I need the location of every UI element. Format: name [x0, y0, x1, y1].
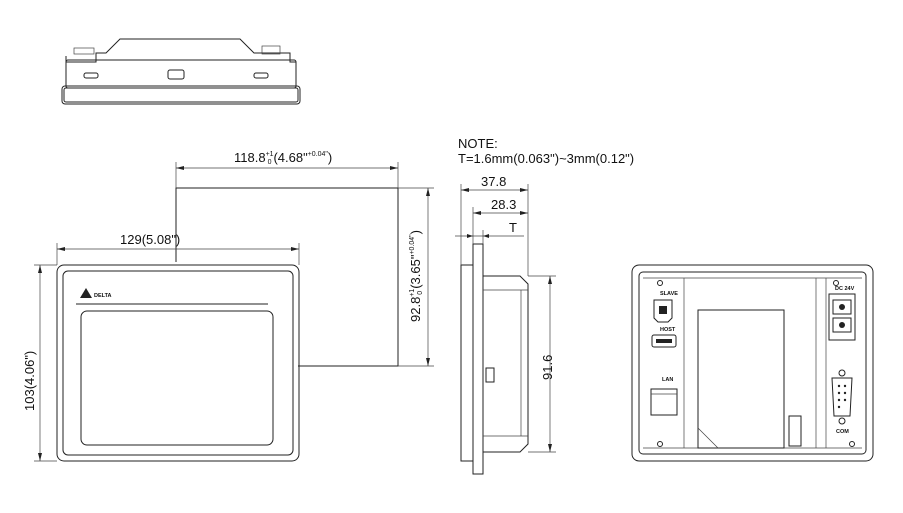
usb-host-port: HOST: [651, 327, 677, 348]
note-text: T=1.6mm(0.063")~3mm(0.12"): [458, 151, 634, 166]
note-title: NOTE:: [458, 136, 498, 151]
brand-label: DELTA: [94, 293, 112, 299]
depth-total-label: 37.8: [481, 174, 506, 189]
host-label: HOST: [660, 327, 676, 333]
cutout-height-dimension: [398, 187, 434, 367]
width-label: 129(5.08"): [120, 232, 180, 247]
top-view: [61, 38, 301, 105]
com-label: COM: [836, 429, 849, 435]
lan-label: LAN: [662, 377, 673, 383]
slave-label: SLAVE: [660, 291, 678, 297]
panel-thickness-dimension: [455, 230, 524, 244]
depth-body-dimension: [472, 207, 528, 244]
power-terminal: DC 24V: [828, 286, 856, 341]
panel-thickness-label: T: [509, 220, 517, 235]
usb-slave-port: SLAVE: [653, 291, 678, 323]
cutout-height-label: 92.8+10(3.65"+0.04"): [408, 230, 424, 322]
depth-body-label: 28.3: [491, 197, 516, 212]
side-view: [460, 243, 529, 475]
side-height-dimension: [528, 275, 556, 453]
dc24v-label: DC 24V: [835, 286, 855, 292]
back-view: [631, 264, 874, 462]
lan-port: LAN: [650, 377, 678, 416]
depth-total-dimension: [460, 184, 529, 276]
front-view: DELTA: [56, 187, 399, 462]
width-dimension: [56, 243, 300, 265]
height-label: 103(4.06"): [22, 351, 37, 411]
cutout-width-dimension: [175, 162, 399, 188]
com-port: COM: [831, 369, 853, 435]
height-dimension: [34, 264, 57, 462]
side-height-label: 91.6: [540, 355, 555, 380]
delta-logo-icon: [80, 288, 92, 298]
